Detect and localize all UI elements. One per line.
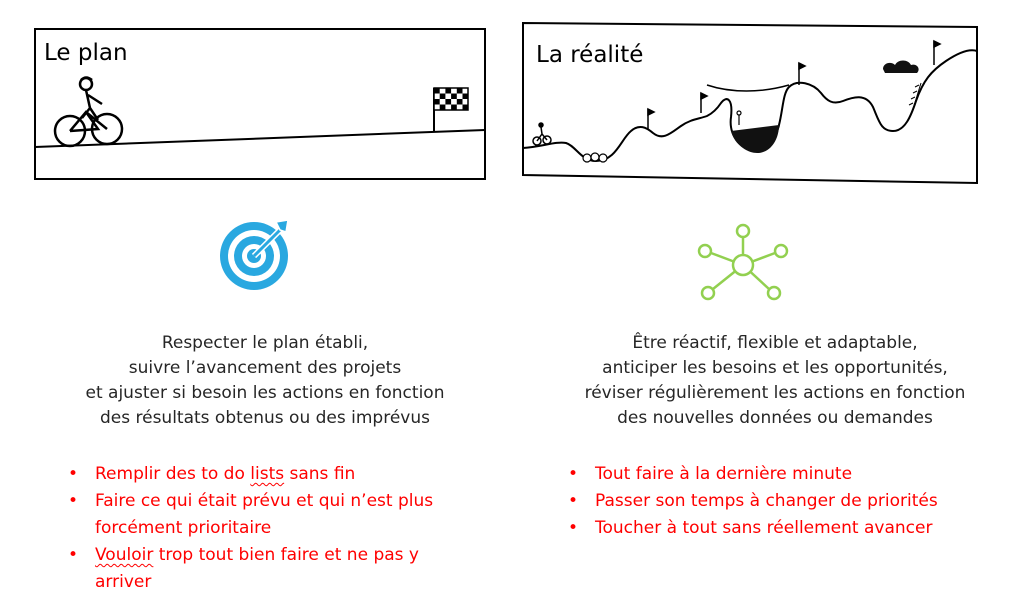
bullet-text: trop tout bien faire et ne pas y arriver — [95, 545, 419, 592]
finish-flag-icon — [433, 87, 469, 131]
cloud-icon — [883, 60, 919, 73]
rope-bridge — [706, 84, 790, 92]
reality-drawing — [522, 21, 978, 185]
target-arrow-icon — [220, 219, 289, 290]
rocks — [582, 152, 608, 163]
list-item: Tout faire à la dernière minute — [565, 461, 985, 488]
small-cyclist-icon — [532, 122, 552, 146]
bullet-text-marked: lists — [250, 464, 285, 484]
list-item: Remplir des to do lists sans fin — [65, 461, 465, 488]
summary-line: anticiper les besoins et les opportunité… — [602, 358, 948, 378]
ladder — [908, 82, 922, 110]
reality-pitfalls-list: Tout faire à la dernière minute Passer s… — [565, 461, 985, 542]
summary-line: et ajuster si besoin les actions en fonc… — [85, 383, 445, 403]
summary-line: suivre l’avancement des projets — [128, 358, 402, 378]
bullet-text: Faire ce qui était prévu et qui n’est pl… — [95, 491, 434, 538]
flags — [647, 39, 942, 129]
reality-summary: Être réactif, flexible et adaptable, ant… — [540, 331, 1010, 431]
plan-summary: Respecter le plan établi, suivre l’avanc… — [55, 331, 475, 431]
network-hub-icon — [697, 223, 789, 301]
summary-line: Respecter le plan établi, — [161, 333, 369, 353]
plan-frame — [34, 28, 486, 180]
bullet-text-marked: Vouloir — [95, 545, 154, 565]
cyclist-icon — [53, 76, 124, 148]
summary-line: des nouvelles données ou demandes — [617, 408, 933, 428]
reality-illustration: La réalité — [521, 21, 979, 185]
reality-title: La réalité — [536, 42, 644, 68]
plan-pitfalls-list: Remplir des to do lists sans fin Faire c… — [65, 461, 465, 596]
summary-line: réviser régulièrement les actions en fon… — [584, 383, 966, 403]
reality-frame — [522, 21, 978, 185]
plan-drawing — [34, 28, 486, 180]
list-item: Passer son temps à changer de priorités — [565, 488, 985, 515]
list-item: Toucher à tout sans réellement avancer — [565, 515, 985, 542]
water-pool — [731, 125, 779, 153]
bullet-text: sans fin — [284, 464, 356, 484]
summary-line: Être réactif, flexible et adaptable, — [632, 333, 918, 353]
summary-line: des résultats obtenus ou des imprévus — [99, 408, 430, 428]
swimmer-figure — [736, 110, 742, 125]
list-item: Faire ce qui était prévu et qui n’est pl… — [65, 488, 465, 542]
plan-illustration: Le plan — [34, 28, 486, 180]
bullet-text: Remplir des to do — [95, 464, 251, 484]
list-item: Vouloir trop tout bien faire et ne pas y… — [65, 542, 465, 596]
plan-title: Le plan — [44, 40, 128, 66]
